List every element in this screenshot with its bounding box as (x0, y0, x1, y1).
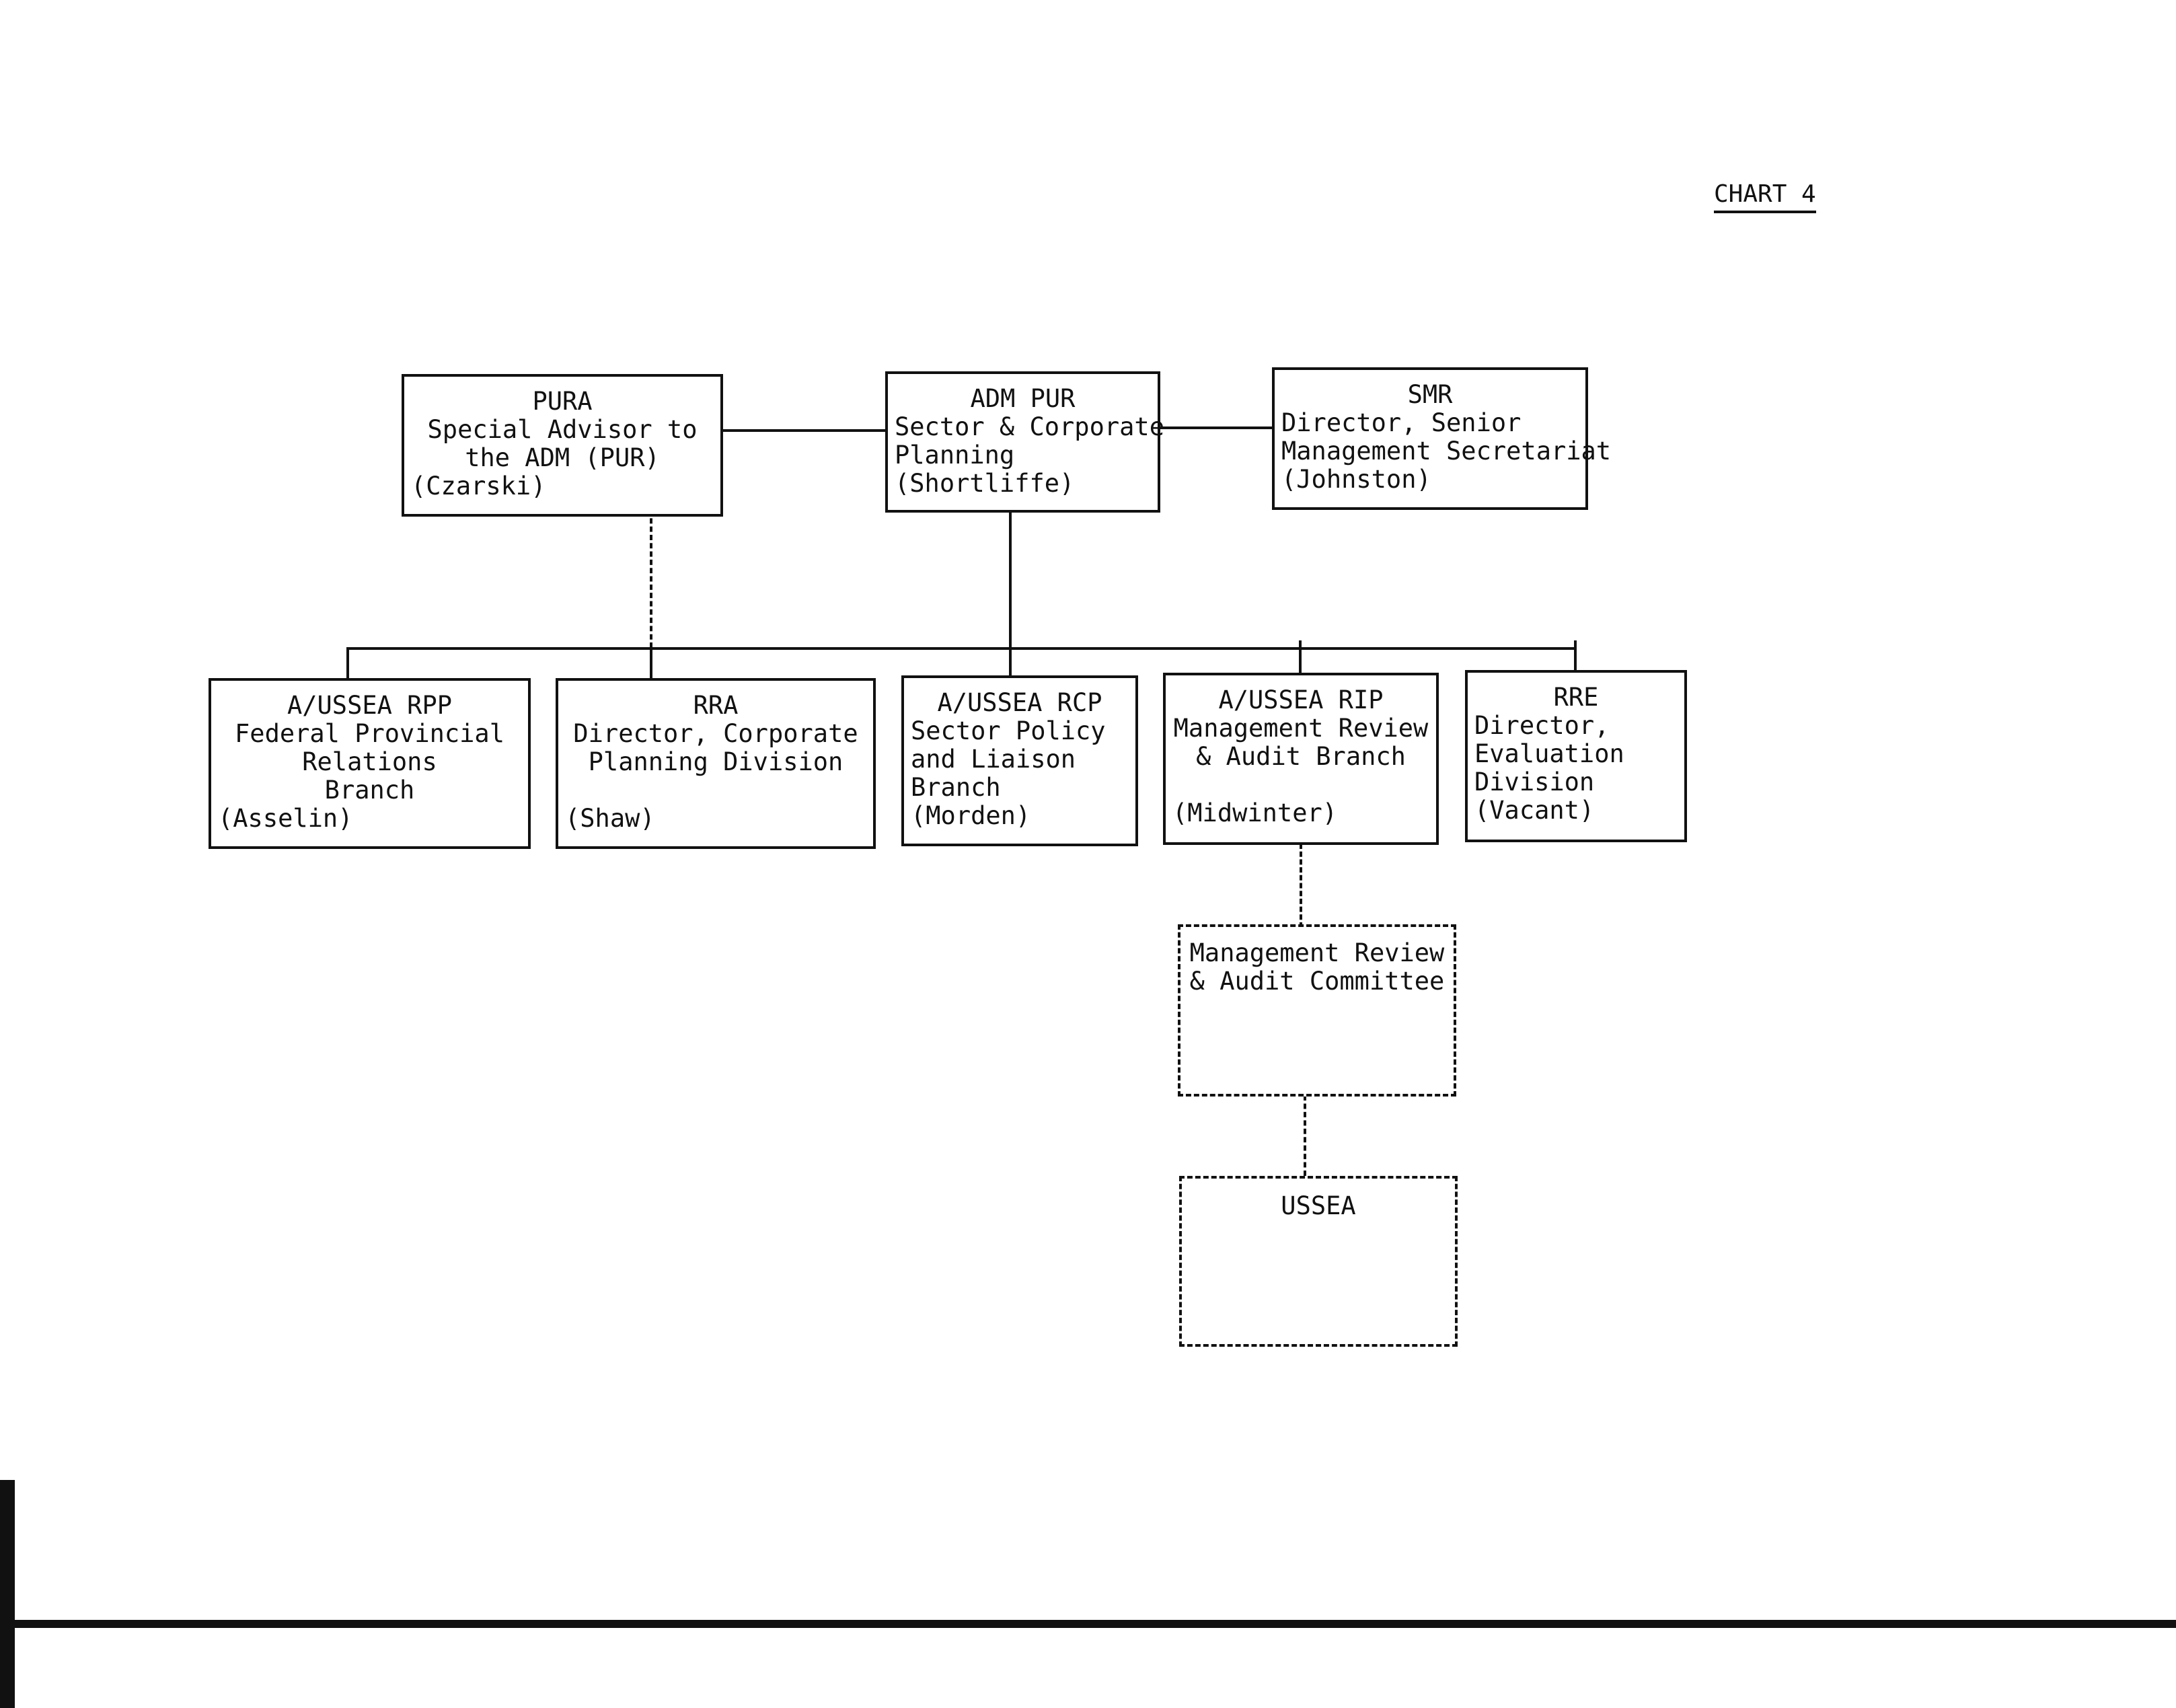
connector-pura-dashed (650, 510, 652, 648)
box-ussea: USSEA (1179, 1176, 1458, 1347)
box-committee: Management Review & Audit Committee (1178, 924, 1456, 1097)
bus-drop-rra (650, 647, 652, 681)
pura-title-1: Special Advisor to (427, 415, 698, 444)
pura-code: PURA (532, 387, 593, 416)
box-adm-pur: ADM PUR Sector & Corporate Planning (Sho… (885, 371, 1164, 513)
rip-title-1: Management Review (1173, 714, 1429, 743)
rpp-title-3: Branch (324, 776, 415, 805)
bottom-rule (0, 1620, 2176, 1628)
rip-person: (Midwinter) (1172, 799, 1338, 827)
box-pura: PURA Special Advisor to the ADM (PUR) (C… (402, 374, 723, 517)
rpp-title-1: Federal Provincial (235, 719, 504, 748)
smr-code: SMR (1407, 380, 1453, 409)
rip-title-2: & Audit Branch (1196, 742, 1406, 771)
rre-title-2: Evaluation (1474, 739, 1624, 768)
rcp-title-3: Branch (911, 773, 1001, 802)
pura-person: (Czarski) (411, 472, 546, 500)
rpp-person: (Asselin) (218, 804, 353, 833)
connector-adm-smr (1160, 426, 1272, 429)
left-page-edge (0, 1480, 15, 1708)
rra-code: RRA (693, 691, 739, 720)
smr-person: (Johnston) (1281, 465, 1431, 494)
box-rip: A/USSEA RIP Management Review & Audit Br… (1163, 673, 1439, 845)
adm-person: (Shortliffe) (895, 469, 1075, 498)
adm-title-2: Planning (895, 441, 1015, 470)
bus-drop-rpp (346, 647, 349, 681)
rra-title-2: Planning Division (588, 747, 843, 776)
rcp-title-1: Sector Policy (911, 716, 1106, 745)
rcp-person: (Morden) (911, 801, 1031, 830)
bus-drop-rcp (1009, 647, 1012, 678)
ussea-title: USSEA (1281, 1191, 1356, 1220)
connector-pura-adm (723, 429, 885, 432)
rre-title-3: Division (1474, 768, 1595, 796)
connector-adm-down (1009, 510, 1012, 648)
bus-drop-rre (1574, 640, 1577, 674)
adm-code: ADM PUR (970, 384, 1076, 413)
box-rra: RRA Director, Corporate Planning Divisio… (556, 678, 876, 849)
chart-label: CHART 4 (1714, 180, 1816, 213)
smr-title-2: Management Secretariat (1281, 437, 1612, 466)
box-smr: SMR Director, Senior Management Secretar… (1272, 367, 1612, 510)
bus-drop-rip (1299, 640, 1302, 677)
smr-title-1: Director, Senior (1281, 408, 1522, 437)
rcp-title-2: and Liaison (911, 745, 1076, 774)
pura-title-2: the ADM (PUR) (465, 443, 660, 472)
box-rre: RRE Director, Evaluation Division (Vacan… (1465, 670, 1687, 842)
rra-person: (Shaw) (565, 804, 655, 833)
rra-spacer (565, 776, 866, 805)
rre-code: RRE (1553, 683, 1599, 712)
rcp-code: A/USSEA RCP (937, 688, 1102, 717)
box-rcp: A/USSEA RCP Sector Policy and Liaison Br… (901, 675, 1138, 846)
rpp-title-2: Relations (302, 747, 437, 776)
box-rpp: A/USSEA RPP Federal Provincial Relations… (209, 678, 531, 849)
connector-rip-committee (1300, 844, 1302, 928)
connector-committee-ussea (1304, 1095, 1306, 1176)
rra-title-1: Director, Corporate (573, 719, 858, 748)
rip-spacer (1172, 771, 1429, 799)
rre-title-1: Director, (1474, 711, 1610, 740)
rre-person: (Vacant) (1474, 796, 1595, 825)
branch-bus-line (346, 647, 1575, 650)
committee-title-2: & Audit Committee (1189, 967, 1445, 996)
committee-title-1: Management Review (1189, 938, 1445, 967)
rip-code: A/USSEA RIP (1218, 685, 1384, 714)
rpp-code: A/USSEA RPP (287, 691, 453, 720)
adm-title-1: Sector & Corporate (895, 412, 1164, 441)
